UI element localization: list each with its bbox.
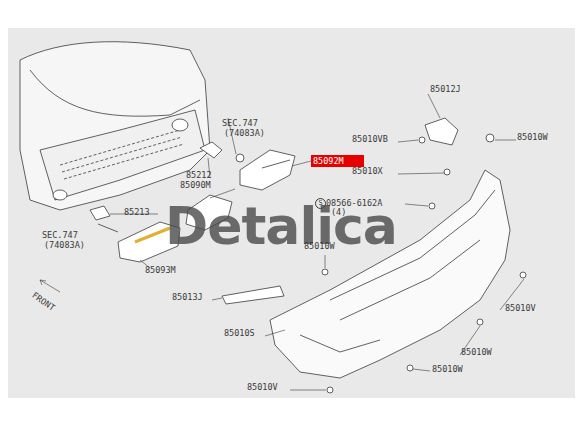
highlight-part-number: 85092M <box>311 155 364 167</box>
part-number: 85213 <box>124 207 150 217</box>
part-number: 85010V <box>505 303 536 313</box>
section-ref: (74083A) <box>44 240 85 250</box>
watermark: Detalica <box>165 198 397 254</box>
part-number: 85010X <box>352 166 383 176</box>
section-ref: SEC.747 <box>42 230 78 240</box>
part-number: 85010W <box>517 132 548 142</box>
part-number: 85010W <box>461 347 492 357</box>
part-number: 85090M <box>180 180 211 190</box>
section-ref: SEC.747 <box>222 118 258 128</box>
part-number: 85010W <box>432 364 463 374</box>
part-number: 85010W <box>304 241 335 251</box>
part-number: 85012J <box>430 84 461 94</box>
part-number: 85093M <box>145 265 176 275</box>
part-number: 85010V <box>247 382 278 392</box>
part-number: 85013J <box>172 292 203 302</box>
part-number: 85212 <box>186 170 212 180</box>
part-number: 85010S <box>224 328 255 338</box>
part-number: 85010VB <box>352 134 388 144</box>
section-ref: (74083A) <box>224 128 265 138</box>
